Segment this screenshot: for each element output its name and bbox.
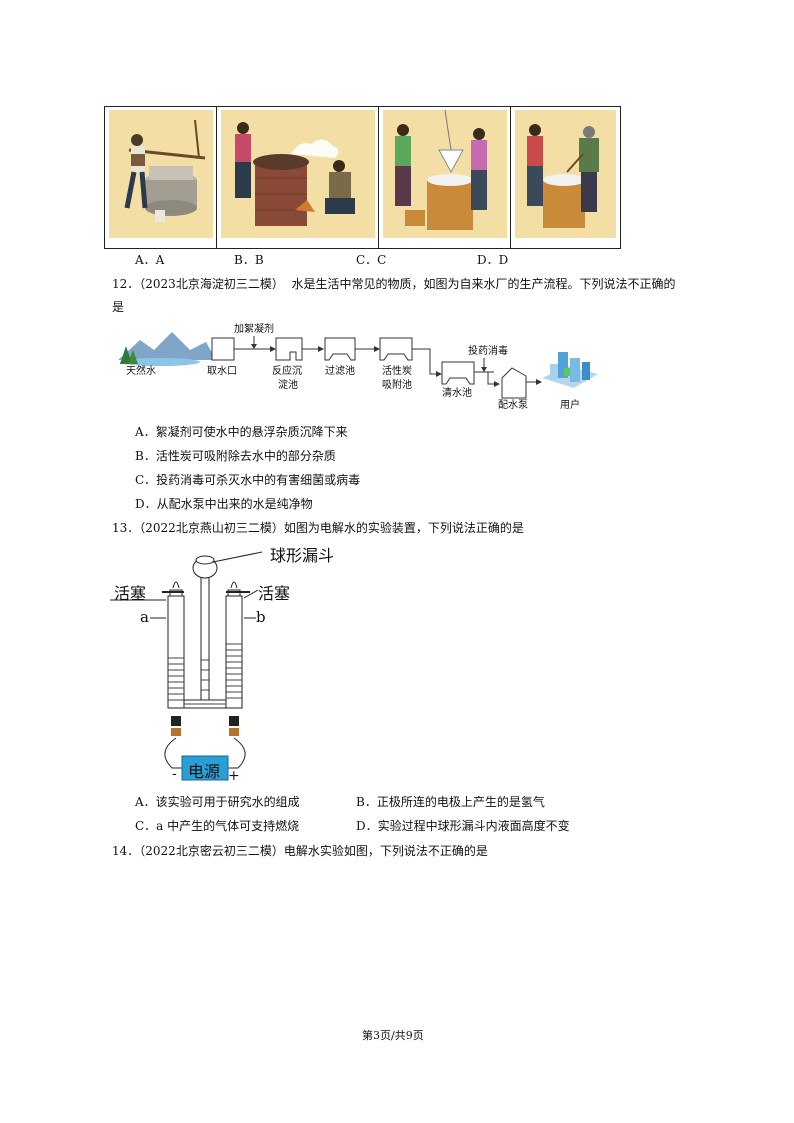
clear-water-tank bbox=[441, 361, 475, 385]
label-filter: 过滤池 bbox=[325, 366, 355, 377]
water-treatment-flowchart: 天然水 取水口 加絮凝剂 反应沉 淀池 过滤池 活性炭 吸附池 清水池 投药消毒… bbox=[112, 322, 612, 412]
question-text: 水是生活中常见的物质，如图为自来水厂的生产流程。下列说法不正确的 bbox=[291, 277, 676, 291]
question-number: 14． bbox=[112, 844, 140, 858]
label-sedimentation-1: 反应沉 bbox=[272, 366, 302, 377]
label-clear-water: 清水池 bbox=[442, 388, 472, 399]
carbon-tank bbox=[379, 337, 413, 361]
sedimentation-tank bbox=[275, 337, 303, 361]
pump-icon bbox=[501, 367, 527, 399]
power-source-box bbox=[181, 755, 229, 781]
picture-c-filtering bbox=[379, 107, 511, 248]
picture-a-grinding bbox=[105, 107, 217, 248]
tube-b bbox=[225, 595, 243, 709]
question-text: 如图为电解水的实验装置，下列说法正确的是 bbox=[283, 521, 524, 535]
mountain-icon bbox=[118, 332, 216, 360]
q12-choice-b: B．活性炭可吸附除去水中的部分杂质 bbox=[135, 449, 336, 463]
label-carbon-1: 活性炭 bbox=[382, 366, 412, 377]
label-tube-b: b bbox=[256, 608, 266, 626]
question-14-stem: 14．（2022北京密云初三二模）电解水实验如图，下列说法不正确的是 bbox=[112, 843, 488, 859]
label-carbon-2: 吸附池 bbox=[382, 380, 412, 391]
label-disinfect: 投药消毒 bbox=[468, 346, 508, 357]
label-power: 电源 bbox=[188, 762, 221, 781]
label-sedimentation-2: 淀池 bbox=[278, 380, 298, 391]
flowchart-graphics bbox=[118, 332, 598, 399]
q12-choice-d: D．从配水泵中出来的水是纯净物 bbox=[135, 497, 313, 511]
label-minus: - bbox=[172, 766, 177, 782]
option-b: B．B bbox=[234, 253, 264, 267]
tube-a bbox=[167, 595, 185, 709]
option-d: D．D bbox=[477, 253, 509, 267]
picture-b-boiling bbox=[217, 107, 379, 248]
question-11-picture-table bbox=[104, 106, 621, 249]
electrode-left bbox=[171, 716, 181, 726]
label-natural-water: 天然水 bbox=[126, 366, 156, 377]
picture-d-ladling bbox=[511, 107, 620, 248]
question-source: （2022北京密云初三二模） bbox=[139, 844, 284, 858]
option-c: C．C bbox=[356, 253, 387, 267]
question-number: 12． bbox=[112, 277, 140, 291]
label-stopcock-right: 活塞 bbox=[258, 584, 291, 603]
q12-choice-c: C．投药消毒可杀灭水中的有害细菌或病毒 bbox=[135, 473, 361, 487]
label-users: 用户 bbox=[560, 400, 580, 411]
question-number: 13． bbox=[112, 521, 140, 535]
label-funnel: 球形漏斗 bbox=[270, 546, 335, 565]
option-a: A．A bbox=[135, 253, 165, 267]
page-footer: 第3页/共9页 bbox=[362, 1029, 424, 1042]
question-13-stem: 13．（2022北京燕山初三二模）如图为电解水的实验装置，下列说法正确的是 bbox=[112, 520, 524, 536]
q13-choice-a: A．该实验可用于研究水的组成 bbox=[135, 795, 300, 809]
apparatus-graphics bbox=[110, 551, 263, 781]
q13-choice-b: B．正极所连的电极上产生的是氢气 bbox=[356, 795, 545, 809]
q12-choice-a: A．絮凝剂可使水中的悬浮杂质沉降下来 bbox=[135, 425, 348, 439]
electrode-right bbox=[229, 716, 239, 726]
filter-tank bbox=[324, 337, 356, 361]
q13-choice-c: C．a 中产生的气体可支持燃烧 bbox=[135, 819, 300, 833]
question-source: （2022北京燕山初三二模） bbox=[139, 521, 284, 535]
label-intake: 取水口 bbox=[207, 366, 237, 377]
intake-box bbox=[211, 337, 235, 361]
question-12-stem-continued: 是 bbox=[112, 300, 125, 314]
question-12-stem: 12．（2023北京海淀初三二模） 水是生活中常见的物质，如图为自来水厂的生产流… bbox=[112, 276, 675, 292]
label-pump: 配水泵 bbox=[498, 400, 528, 411]
label-coagulant: 加絮凝剂 bbox=[234, 324, 274, 335]
label-stopcock-left: 活塞 bbox=[114, 584, 147, 603]
label-plus: + bbox=[228, 768, 240, 784]
electrolysis-apparatus-diagram: 球形漏斗 活塞 活塞 a b 电源 - + bbox=[110, 540, 350, 785]
question-source: （2023北京海淀初三二模） bbox=[139, 277, 284, 291]
q13-choice-d: D．实验过程中球形漏斗内液面高度不变 bbox=[356, 819, 570, 833]
tree-icon bbox=[120, 346, 132, 364]
buildings-icon bbox=[542, 352, 598, 388]
label-tube-a: a bbox=[140, 608, 149, 626]
question-text: 电解水实验如图，下列说法不正确的是 bbox=[283, 844, 488, 858]
